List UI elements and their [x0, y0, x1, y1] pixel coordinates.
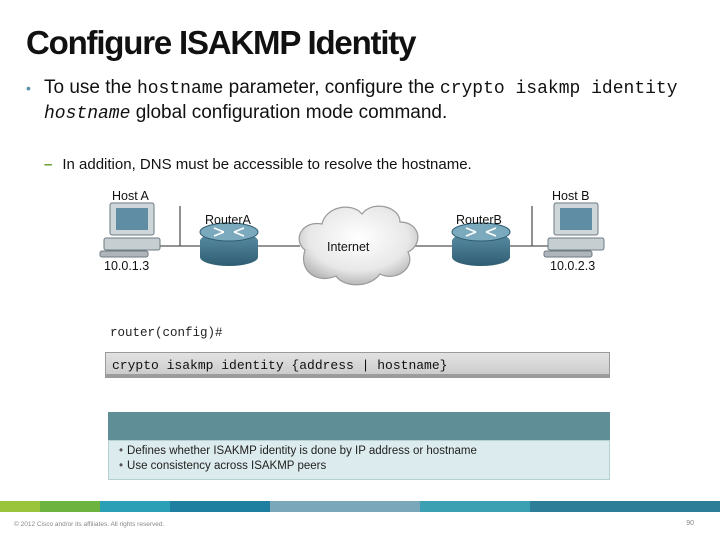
page-number: 90	[686, 520, 694, 527]
info-panel: •Defines whether ISAKMP identity is done…	[108, 440, 610, 480]
bullet-text-3: global configuration mode command.	[130, 102, 448, 123]
strip-segment	[270, 501, 420, 512]
internet-cloud-icon	[298, 205, 419, 286]
bullet-dot: •	[26, 80, 31, 96]
network-links	[160, 206, 552, 247]
host-a-ip: 10.0.1.3	[104, 259, 150, 273]
sub-bullet: –In addition, DNS must be accessible to …	[44, 156, 472, 173]
host-b-ip: 10.0.2.3	[550, 259, 596, 273]
sub-bullet-dash: –	[44, 156, 53, 173]
strip-segment	[530, 501, 720, 512]
strip-segment	[40, 501, 100, 512]
strip-segment	[0, 501, 40, 512]
router-b-icon	[451, 222, 511, 266]
host-a-label: Host A	[112, 189, 149, 203]
bullet-code-command: crypto isakmp identity	[439, 79, 678, 99]
bullet-text-2: parameter, configure the	[223, 77, 440, 98]
host-a-computer-icon	[99, 202, 161, 258]
network-diagram	[99, 202, 605, 286]
command-prompt: router(config)#	[110, 326, 223, 340]
router-a-icon	[199, 222, 259, 266]
command-syntax-box: crypto isakmp identity {address | hostna…	[105, 352, 610, 378]
internet-label: Internet	[327, 240, 370, 254]
info-panel-item: •Defines whether ISAKMP identity is done…	[119, 445, 477, 457]
sub-bullet-text: In addition, DNS must be accessible to r…	[62, 156, 472, 173]
router-a-label: RouterA	[205, 213, 251, 227]
router-b-label: RouterB	[456, 213, 502, 227]
slide-title: Configure ISAKMP Identity	[26, 24, 416, 61]
strip-segment	[100, 501, 170, 512]
info-panel-header	[108, 412, 610, 440]
strip-segment	[420, 501, 530, 512]
bullet-text-1: To use the	[44, 77, 137, 98]
copyright-text: © 2012 Cisco and/or its affiliates. All …	[14, 521, 165, 528]
info-panel-item: •Use consistency across ISAKMP peers	[119, 460, 327, 472]
bullet-code-hostname: hostname	[136, 79, 224, 99]
strip-segment	[170, 501, 270, 512]
host-b-computer-icon	[543, 202, 605, 258]
bullet-code-hostname-arg: hostname	[44, 104, 131, 124]
main-bullet: • To use the hostname parameter, configu…	[26, 76, 696, 126]
host-b-label: Host B	[552, 189, 590, 203]
